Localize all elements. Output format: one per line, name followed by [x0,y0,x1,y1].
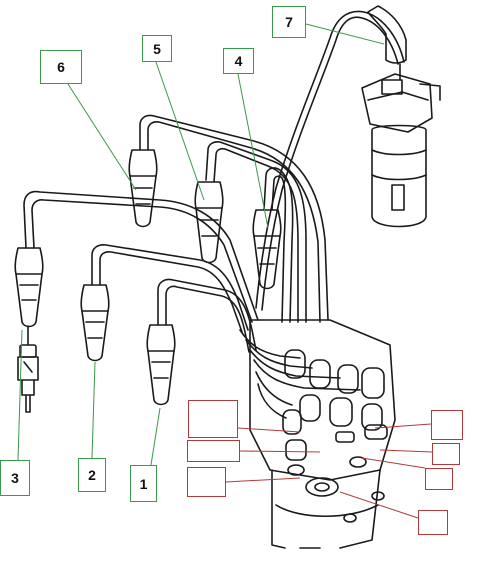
red-leader-b [239,450,321,453]
label-2: 2 [78,458,106,492]
plug-boot-5 [194,181,224,264]
leader-line-7 [305,23,385,45]
leader-line-5 [155,61,205,201]
leader-line-6 [67,83,137,191]
ht-leads [23,114,361,419]
label-3: 3 [0,460,30,496]
label-7: 7 [272,6,306,38]
red-leader-e [379,449,433,453]
answer-box-d[interactable] [431,410,463,440]
red-leader-c [225,477,301,483]
red-leader-lines [225,423,433,519]
green-leader-lines [17,23,385,466]
label-6: 6 [40,50,82,84]
label-1: 1 [130,465,157,502]
red-leader-a [237,427,301,433]
plug-boot-3 [14,247,44,328]
answer-box-a[interactable] [188,400,238,438]
spark-plug [17,325,39,413]
distributor [249,319,396,549]
label-4: 4 [223,48,254,74]
red-leader-f [361,457,426,469]
leader-line-3 [17,329,23,461]
answer-box-e[interactable] [432,443,460,465]
plug-boot-6 [128,149,158,228]
plug-boot-2 [80,284,110,362]
leader-line-1 [150,407,161,466]
leader-line-2 [91,361,96,459]
answer-box-f[interactable] [425,468,453,490]
plug-boot-1 [146,324,176,406]
label-5: 5 [142,35,172,62]
answer-box-b[interactable] [187,440,240,462]
leader-line-4 [237,73,269,229]
answer-box-c[interactable] [187,467,226,497]
red-leader-g [339,491,419,519]
red-leader-d [374,423,432,429]
coil-lead [255,5,407,311]
plug-boot-4 [252,209,282,290]
answer-box-g[interactable] [418,510,448,535]
ignition-coil [361,63,441,228]
